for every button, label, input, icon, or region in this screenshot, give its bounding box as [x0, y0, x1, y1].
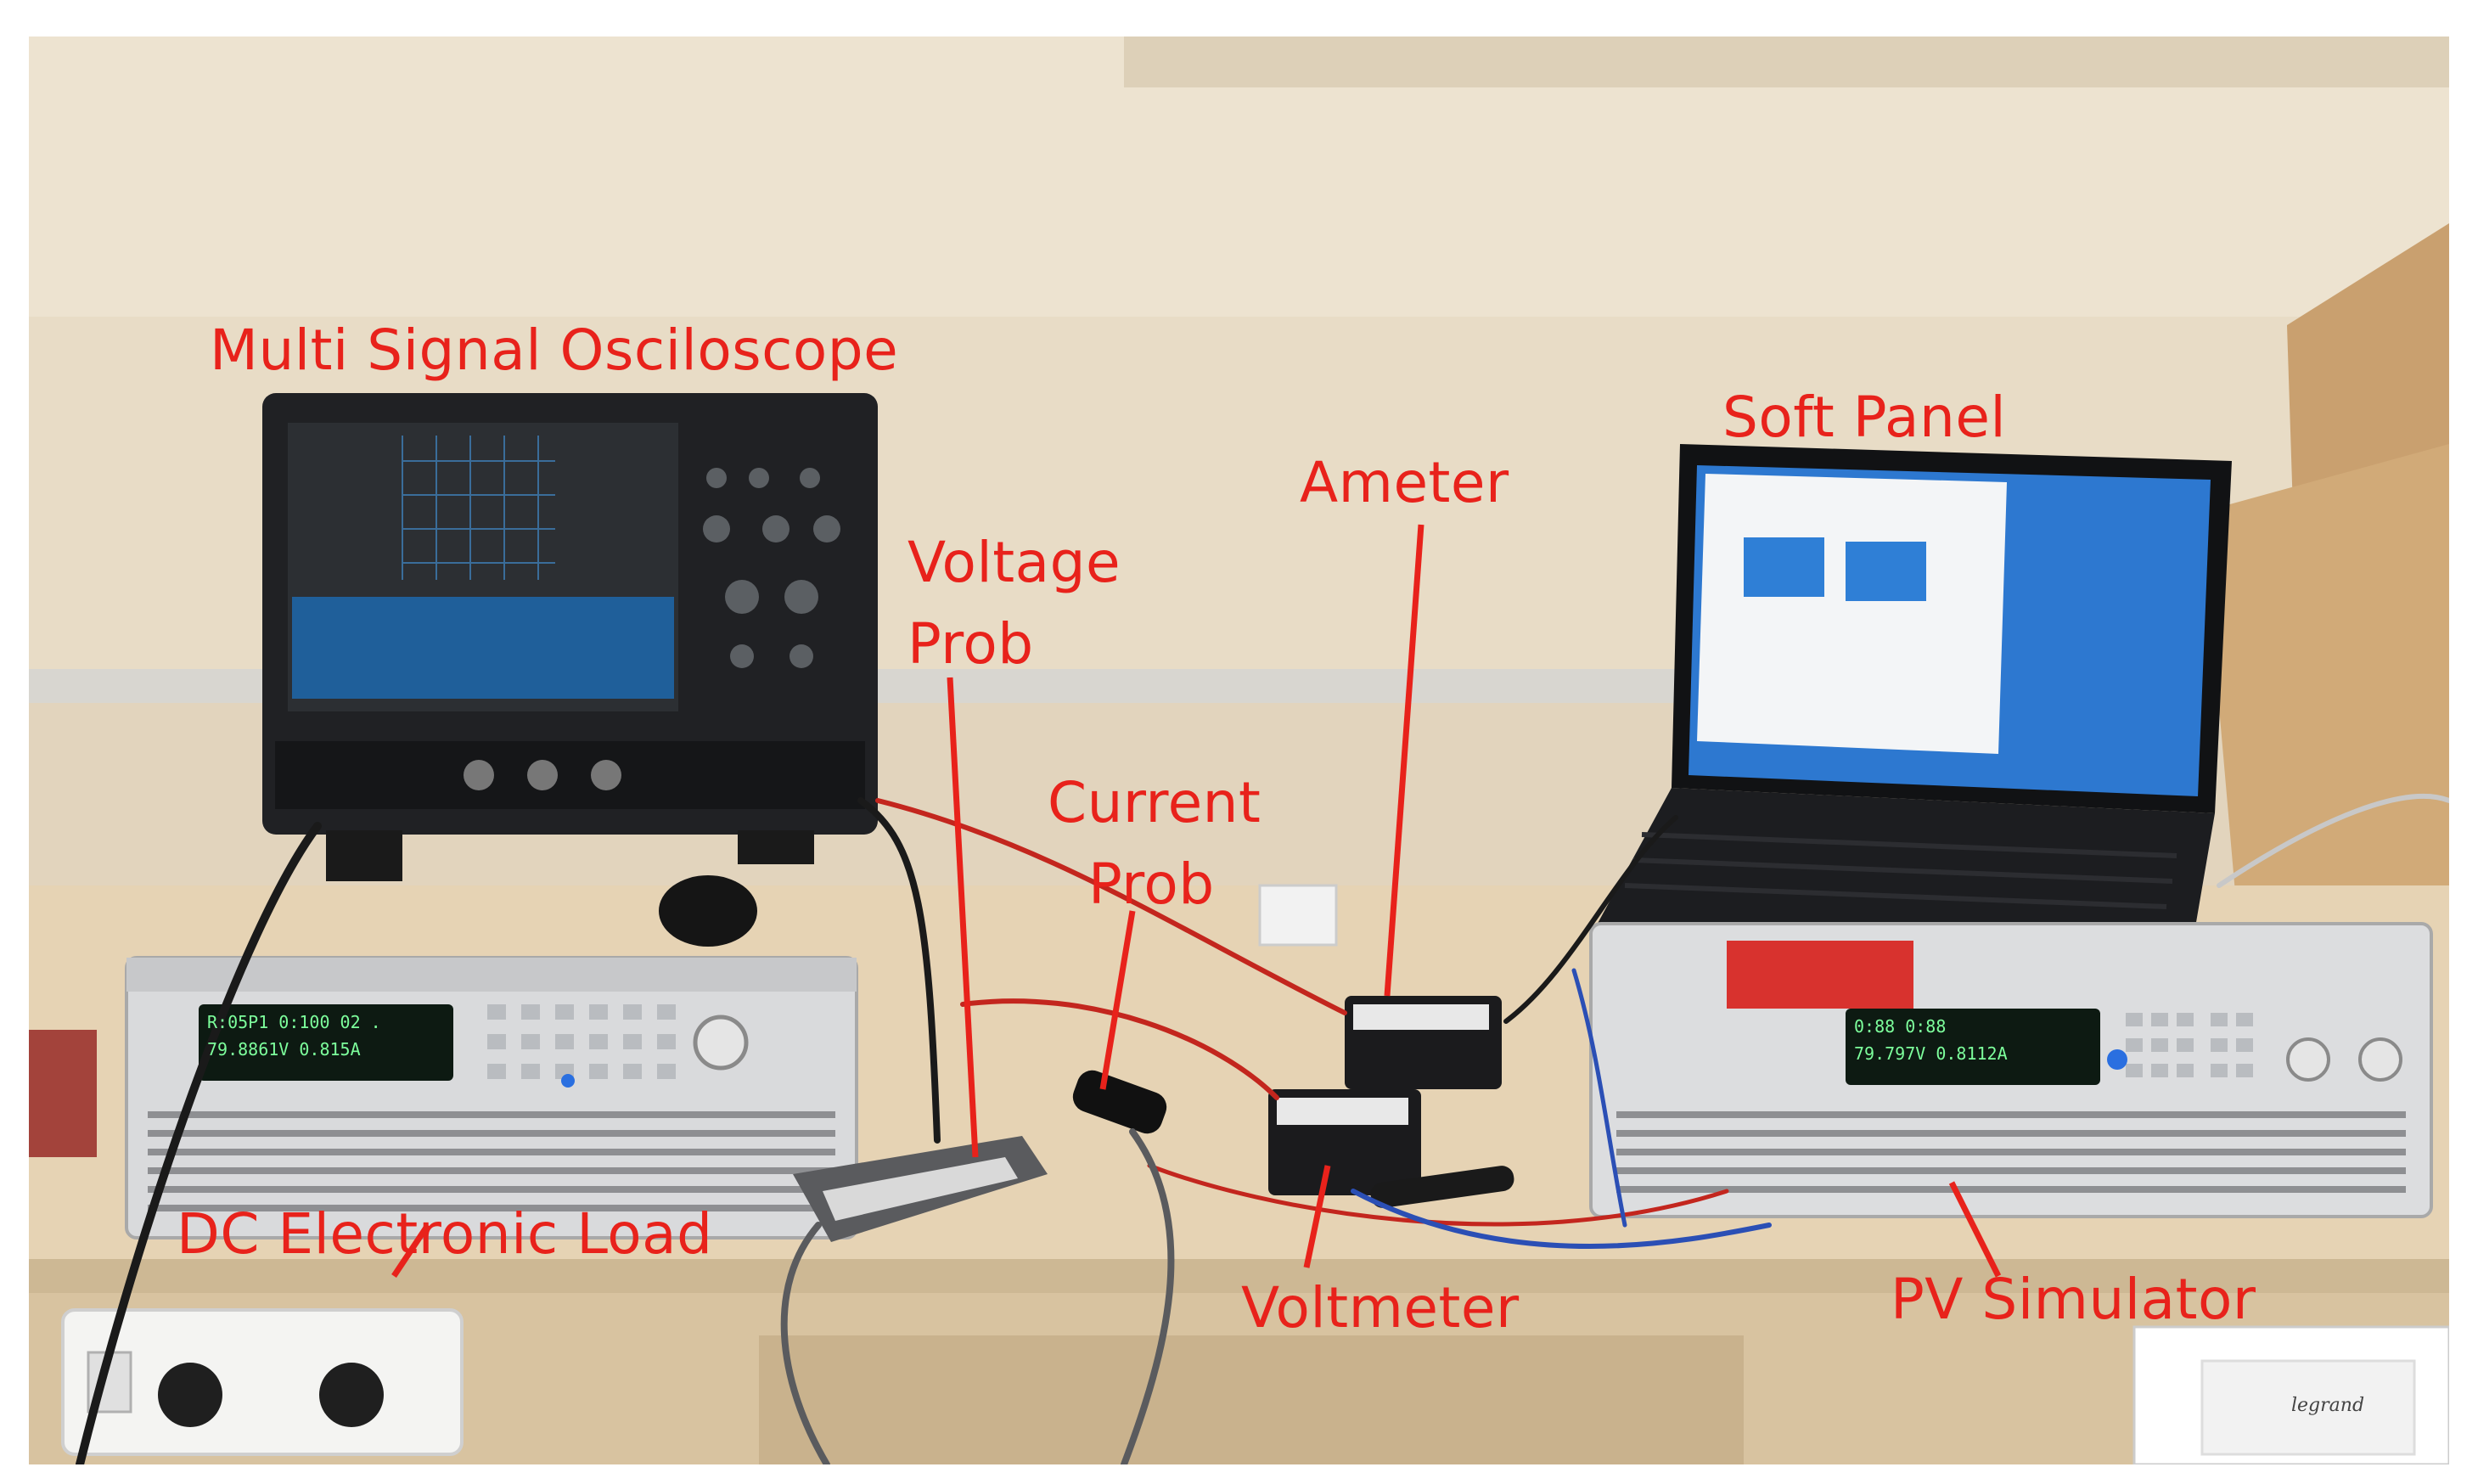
label-voltage-prob-line2: Prob — [907, 610, 1034, 677]
soft-panel-graph-2 — [1846, 542, 1926, 601]
label-voltage-prob: Voltage Prob — [907, 522, 1121, 684]
probe-clip — [1370, 1166, 1514, 1208]
mouse — [659, 875, 757, 947]
voltmeter-screen — [1277, 1098, 1408, 1125]
pv-simulator-readout: 0:88 0:88 79.797V 0.8112A — [1854, 1013, 2008, 1067]
plug-2 — [319, 1363, 384, 1427]
current-probe — [1072, 1070, 1167, 1134]
lab-setup-photo: Multi Signal Osciloscope Soft Panel Amet… — [29, 37, 2449, 1464]
label-current-prob-line2: Prob — [1088, 851, 1215, 917]
label-oscilloscope: Multi Signal Osciloscope — [210, 318, 899, 383]
label-current-prob: Current Prob — [1048, 762, 1261, 925]
dc-load-led — [561, 1074, 575, 1088]
dc-load-readout: R:05P1 0:100 02 . 79.8861V 0.815A — [207, 1009, 381, 1063]
label-ameter-text: Ameter — [1300, 450, 1509, 515]
oscilloscope-inputs-bar — [275, 741, 865, 809]
bnc-3 — [591, 760, 621, 790]
pv-readout-line2: 79.797V 0.8112A — [1854, 1043, 2008, 1064]
dc-load-readout-line2: 79.8861V 0.815A — [207, 1039, 361, 1060]
label-voltage-prob-line1: Voltage — [907, 530, 1121, 595]
legrand-brand: legrand — [2291, 1395, 2365, 1416]
lab-scene — [29, 37, 2449, 1464]
soft-panel-graph-1 — [1744, 537, 1824, 597]
pv-simulator-display — [1846, 1009, 2100, 1085]
wall-top-strip — [1124, 37, 2449, 87]
oscilloscope-grid — [402, 436, 555, 580]
pv-warning-sticker — [1727, 941, 1913, 1009]
label-pv-simulator: PV Simulator — [1891, 1267, 2256, 1332]
pv-readout-line1: 0:88 0:88 — [1854, 1016, 1947, 1037]
label-voltmeter: Voltmeter — [1241, 1275, 1520, 1341]
plug-1 — [158, 1363, 222, 1427]
dc-load-display — [199, 1004, 453, 1081]
label-ameter: Ameter — [1300, 455, 1509, 511]
oscilloscope-controls — [703, 468, 840, 668]
dc-load-knob — [693, 1015, 749, 1071]
soft-panel-window — [1697, 474, 2007, 754]
switch-box — [1258, 884, 1338, 947]
cables — [76, 793, 2449, 1464]
laptop-base — [1595, 788, 2215, 962]
oscilloscope-menu — [292, 597, 674, 699]
desk-drawer — [759, 1335, 1744, 1464]
pv-knob-2 — [2358, 1037, 2402, 1082]
ameter-screen — [1353, 1004, 1489, 1030]
voltage-probe-label — [823, 1157, 1018, 1221]
laptop-keys — [1624, 832, 2177, 909]
cardboard-box-front — [2202, 444, 2449, 936]
annotation-leaders — [391, 524, 2002, 1278]
dc-load-keypad — [487, 1004, 676, 1079]
cabinet-edge — [29, 1030, 97, 1157]
dc-load-readout-line1: R:05P1 0:100 02 . — [207, 1012, 381, 1032]
bnc-1 — [464, 760, 494, 790]
dc-load-vents — [148, 1111, 835, 1211]
desk-edge — [29, 1259, 2449, 1293]
label-soft-panel: Soft Panel — [1722, 385, 2007, 450]
pv-simulator-led — [2107, 1049, 2127, 1070]
label-current-prob-line1: Current — [1048, 770, 1261, 835]
oscilloscope-foot-right — [738, 830, 814, 864]
pv-simulator-vents — [1616, 1111, 2406, 1193]
dc-load-body — [125, 956, 858, 1239]
legrand-switch-rocker — [2200, 1359, 2416, 1456]
pv-knob-1 — [2286, 1037, 2330, 1082]
bnc-2 — [527, 760, 558, 790]
pv-simulator-keypad — [2126, 1013, 2253, 1077]
label-dc-electronic-load: DC Electronic Load — [177, 1201, 713, 1267]
oscilloscope-foot-left — [326, 830, 402, 881]
